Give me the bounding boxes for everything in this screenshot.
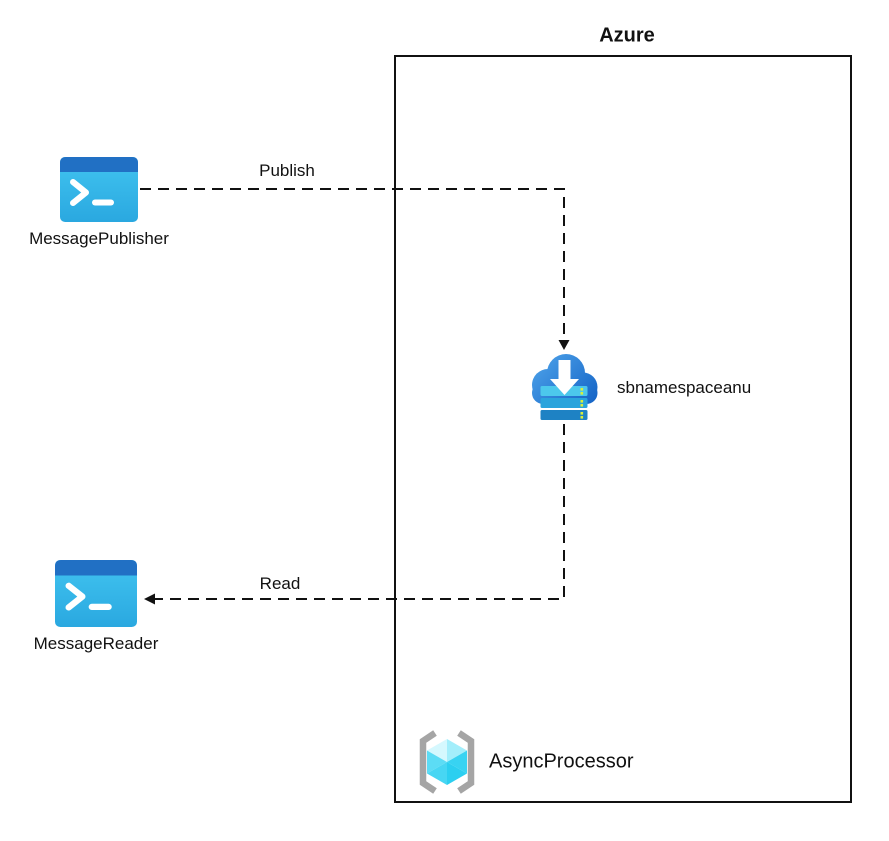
- node-async-processor: AsyncProcessor: [414, 729, 634, 795]
- read-edge-label: Read: [256, 574, 304, 594]
- node-message-reader: MessageReader: [34, 560, 158, 653]
- container-apps-icon: [419, 730, 475, 794]
- node-label-async-processor: AsyncProcessor: [489, 750, 634, 773]
- service-bus-icon: [532, 354, 598, 420]
- node-message-publisher: MessagePublisher: [29, 157, 169, 248]
- terminal-icon: [60, 157, 138, 222]
- azure-region-label: Azure: [599, 24, 655, 47]
- node-label-message-publisher: MessagePublisher: [29, 229, 169, 248]
- node-label-service-bus-namespace: sbnamespaceanu: [617, 378, 752, 397]
- brackets: [419, 730, 475, 794]
- cube: [427, 739, 467, 785]
- node-service-bus-namespace: sbnamespaceanu: [524, 352, 751, 424]
- read-edge-arrowhead: [144, 593, 155, 605]
- terminal-icon: [55, 560, 137, 627]
- azure-region-box: [394, 55, 852, 803]
- publish-edge-label: Publish: [256, 161, 318, 181]
- node-label-message-reader: MessageReader: [33, 634, 159, 653]
- download-arrow: [550, 360, 579, 395]
